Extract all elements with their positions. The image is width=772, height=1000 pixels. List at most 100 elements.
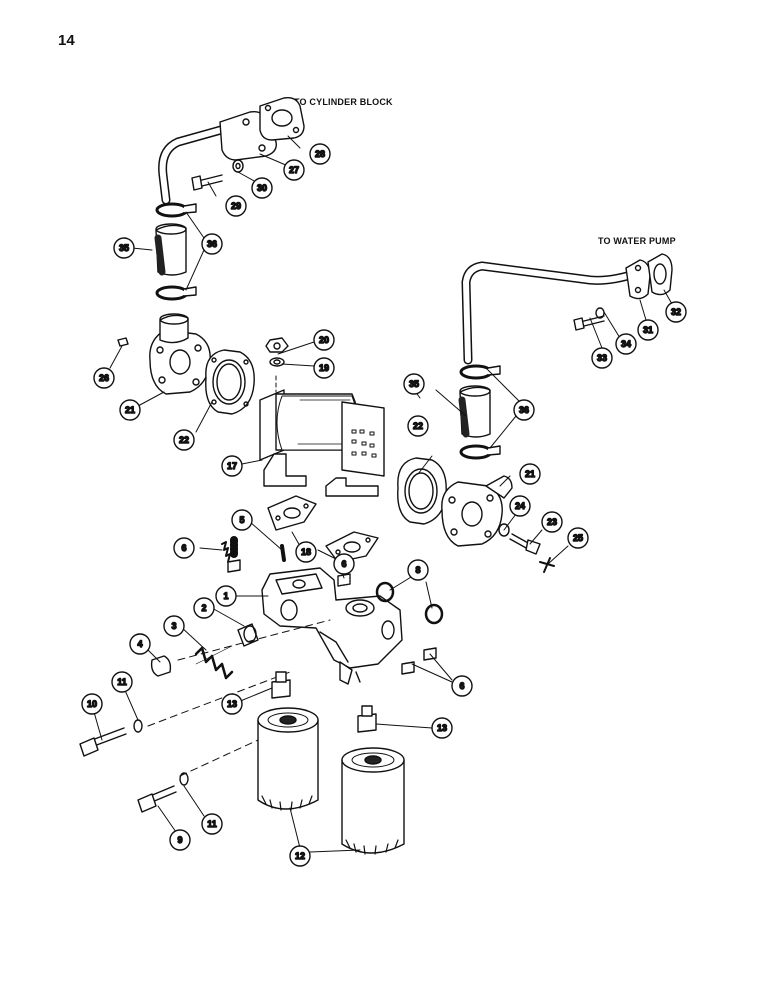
callout-text: 8 bbox=[415, 565, 420, 575]
callout-1: 1 bbox=[215, 585, 237, 607]
cooler-end-cover-icon bbox=[441, 475, 513, 547]
callout-text: 21 bbox=[525, 469, 535, 479]
callout-text: 35 bbox=[409, 379, 419, 389]
callout-22b: 22 bbox=[407, 415, 429, 437]
callout-21b: 21 bbox=[519, 463, 541, 485]
plug-icon bbox=[150, 655, 172, 677]
valve-icon bbox=[237, 623, 259, 647]
callout-text: 11 bbox=[207, 819, 217, 829]
callout-text: 6 bbox=[459, 681, 464, 691]
callout-text: 6 bbox=[341, 559, 346, 569]
callout-text: 28 bbox=[315, 149, 325, 159]
callout-text: 29 bbox=[231, 201, 241, 211]
cap-screw-icon bbox=[573, 315, 605, 331]
pin-icon bbox=[280, 544, 286, 562]
callout-text: 33 bbox=[597, 353, 607, 363]
callout-18a: 18 bbox=[295, 541, 317, 563]
callout-30: 30 bbox=[251, 177, 273, 199]
cap-screw-icon bbox=[509, 533, 541, 555]
callout-text: 36 bbox=[519, 405, 529, 415]
callout-6c: 6 bbox=[451, 675, 473, 697]
page-number: 14 bbox=[58, 32, 75, 49]
callout-text: 22 bbox=[179, 435, 189, 445]
plug-icon bbox=[337, 573, 351, 587]
drain-cock-icon bbox=[539, 557, 555, 573]
callout-8: 8 bbox=[407, 559, 429, 581]
callout-23: 23 bbox=[541, 511, 563, 533]
cooler-end-cover-icon bbox=[149, 313, 211, 395]
fitting-icon bbox=[271, 671, 291, 699]
spring-icon bbox=[194, 645, 234, 680]
gasket-icon bbox=[205, 349, 255, 415]
callout-text: 32 bbox=[671, 307, 681, 317]
hose-clamp-icon bbox=[155, 202, 197, 218]
callout-19: 19 bbox=[313, 357, 335, 379]
callout-text: 9 bbox=[177, 835, 182, 845]
assembly-centerline bbox=[179, 715, 311, 777]
callout-28: 28 bbox=[309, 143, 331, 165]
leader-lines bbox=[93, 135, 673, 853]
callout-text: 30 bbox=[257, 183, 267, 193]
assembly-centerline bbox=[177, 619, 331, 661]
callout-11b: 11 bbox=[201, 813, 223, 835]
callout-5: 5 bbox=[231, 509, 253, 531]
callout-20: 20 bbox=[313, 329, 335, 351]
callout-text: 6 bbox=[181, 543, 186, 553]
callout-text: 5 bbox=[239, 515, 244, 525]
washer-icon bbox=[179, 772, 189, 786]
callout-17: 17 bbox=[221, 455, 243, 477]
hose-clamp-icon bbox=[459, 444, 501, 460]
gasket-icon bbox=[647, 253, 673, 296]
oil-filter-cartridge-icon bbox=[257, 707, 319, 811]
callout-24: 24 bbox=[509, 495, 531, 517]
oil-filter-cartridge-icon bbox=[341, 747, 405, 855]
callout-text: 26 bbox=[99, 373, 109, 383]
callout-text: 1 bbox=[223, 591, 228, 601]
callout-text: 3 bbox=[171, 621, 176, 631]
lock-washer-icon bbox=[595, 307, 605, 319]
nut-icon bbox=[265, 337, 289, 353]
lock-washer-icon bbox=[232, 159, 244, 173]
oil-cooler-assembly-icon bbox=[259, 375, 385, 497]
callout-text: 23 bbox=[547, 517, 557, 527]
callouts: 1 2 3 4 5 6 6 6 8 9 10 11 11 12 13 13 17… bbox=[81, 143, 687, 867]
callout-text: 20 bbox=[319, 335, 329, 345]
gasket-icon bbox=[267, 495, 317, 531]
callout-33: 33 bbox=[591, 347, 613, 369]
callout-text: 2 bbox=[201, 603, 206, 613]
fitting-icon bbox=[357, 705, 377, 733]
callout-text: 31 bbox=[643, 325, 653, 335]
callout-26: 26 bbox=[93, 367, 115, 389]
callout-21a: 21 bbox=[119, 399, 141, 421]
callout-12: 12 bbox=[289, 845, 311, 867]
callout-29: 29 bbox=[225, 195, 247, 217]
callout-36b: 36 bbox=[513, 399, 535, 421]
callout-text: 13 bbox=[227, 699, 237, 709]
hose-clamp-icon bbox=[155, 285, 197, 301]
callout-27: 27 bbox=[283, 159, 305, 181]
callout-13b: 13 bbox=[431, 717, 453, 739]
callout-text: 35 bbox=[119, 243, 129, 253]
callout-text: 22 bbox=[413, 421, 423, 431]
oil-filter-adapter-icon bbox=[261, 567, 403, 685]
plug-icon bbox=[401, 661, 415, 675]
callout-10: 10 bbox=[81, 693, 103, 715]
callout-13a: 13 bbox=[221, 693, 243, 715]
callout-32: 32 bbox=[665, 301, 687, 323]
callout-text: 34 bbox=[621, 339, 631, 349]
callout-text: 21 bbox=[125, 405, 135, 415]
callout-text: 17 bbox=[227, 461, 237, 471]
callout-22a: 22 bbox=[173, 429, 195, 451]
callout-6b: 6 bbox=[333, 553, 355, 575]
callout-35b: 35 bbox=[403, 373, 425, 395]
callout-text: 27 bbox=[289, 165, 299, 175]
washer-icon bbox=[133, 719, 143, 733]
cap-screw-icon bbox=[137, 785, 177, 813]
hose-icon bbox=[458, 385, 491, 438]
callout-34: 34 bbox=[615, 333, 637, 355]
callout-9: 9 bbox=[169, 829, 191, 851]
label-to-cylinder-block: TO CYLINDER BLOCK bbox=[294, 97, 393, 107]
spring-icon bbox=[221, 536, 238, 563]
cap-screw-icon bbox=[191, 174, 223, 191]
callout-text: 18 bbox=[301, 547, 311, 557]
